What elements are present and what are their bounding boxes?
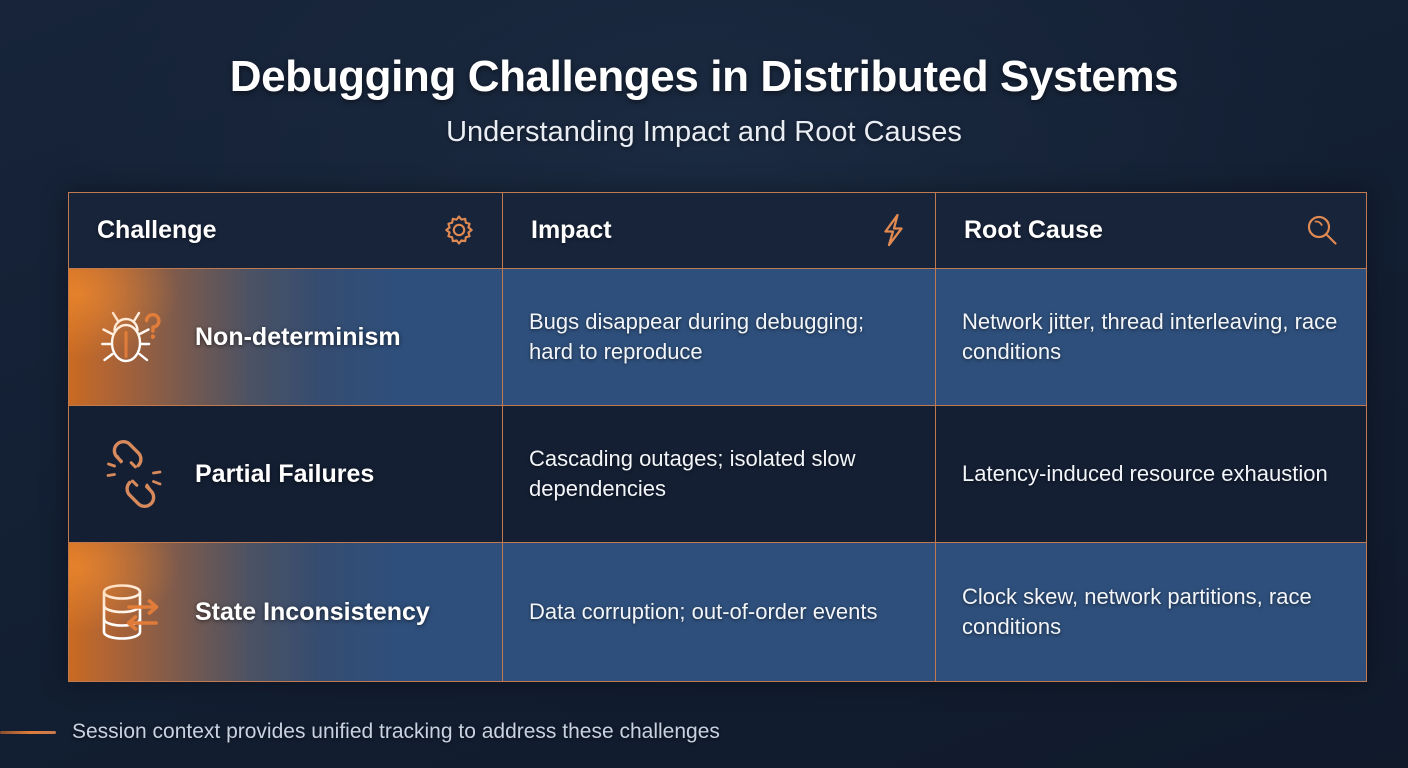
database-sync-icon (95, 574, 173, 650)
footer-accent-dash (0, 730, 56, 734)
challenges-table: Challenge Impact Root Cause (68, 192, 1367, 682)
column-header-impact: Impact (502, 193, 935, 268)
table-row: Non-determinism Bugs disappear during de… (69, 267, 1366, 405)
cell-impact-text: Bugs disappear during debugging; hard to… (529, 308, 865, 364)
column-header-root-cause-label: Root Cause (964, 215, 1103, 244)
footer-text: Session context provides unified trackin… (72, 720, 720, 743)
cell-impact: Data corruption; out-of-order events (502, 542, 935, 681)
column-header-challenge-label: Challenge (97, 215, 217, 244)
cell-challenge: Non-determinism (69, 268, 502, 405)
cell-root-cause: Clock skew, network partitions, race con… (935, 542, 1365, 681)
column-header-challenge: Challenge (69, 193, 502, 268)
cell-challenge: State Inconsistency (69, 542, 502, 681)
cell-impact: Cascading outages; isolated slow depende… (502, 405, 935, 542)
cell-challenge: Partial Failures (69, 406, 502, 542)
column-header-impact-label: Impact (531, 215, 612, 244)
table-row: Partial Failures Cascading outages; isol… (69, 404, 1366, 542)
cell-impact: Bugs disappear during debugging; hard to… (502, 268, 935, 405)
column-header-root-cause: Root Cause (935, 193, 1365, 268)
footer: Session context provides unified trackin… (0, 712, 1408, 752)
cell-impact-text: Cascading outages; isolated slow depende… (529, 446, 856, 501)
cell-root-cause-text: Clock skew, network partitions, race con… (962, 584, 1312, 639)
gear-icon (440, 211, 478, 249)
table-row: State Inconsistency Data corruption; out… (69, 541, 1366, 681)
table-header-row: Challenge Impact Root Cause (69, 193, 1366, 268)
bug-question-icon (95, 299, 173, 375)
cell-root-cause-text: Network jitter, thread interleaving, rac… (962, 308, 1338, 364)
cell-challenge-label: Partial Failures (195, 459, 375, 488)
magnifier-icon (1303, 211, 1341, 249)
page-subtitle: Understanding Impact and Root Causes (446, 116, 962, 148)
broken-chain-icon (95, 436, 173, 512)
lightning-bolt-icon (875, 211, 911, 249)
cell-root-cause: Network jitter, thread interleaving, rac… (935, 268, 1365, 405)
cell-challenge-label: State Inconsistency (195, 597, 430, 626)
cell-impact-text: Data corruption; out-of-order events (529, 599, 878, 625)
cell-root-cause-text: Latency-induced resource exhaustion (962, 460, 1328, 486)
page-title: Debugging Challenges in Distributed Syst… (229, 52, 1179, 101)
cell-challenge-label: Non-determinism (195, 322, 401, 351)
cell-root-cause: Latency-induced resource exhaustion (935, 405, 1365, 542)
